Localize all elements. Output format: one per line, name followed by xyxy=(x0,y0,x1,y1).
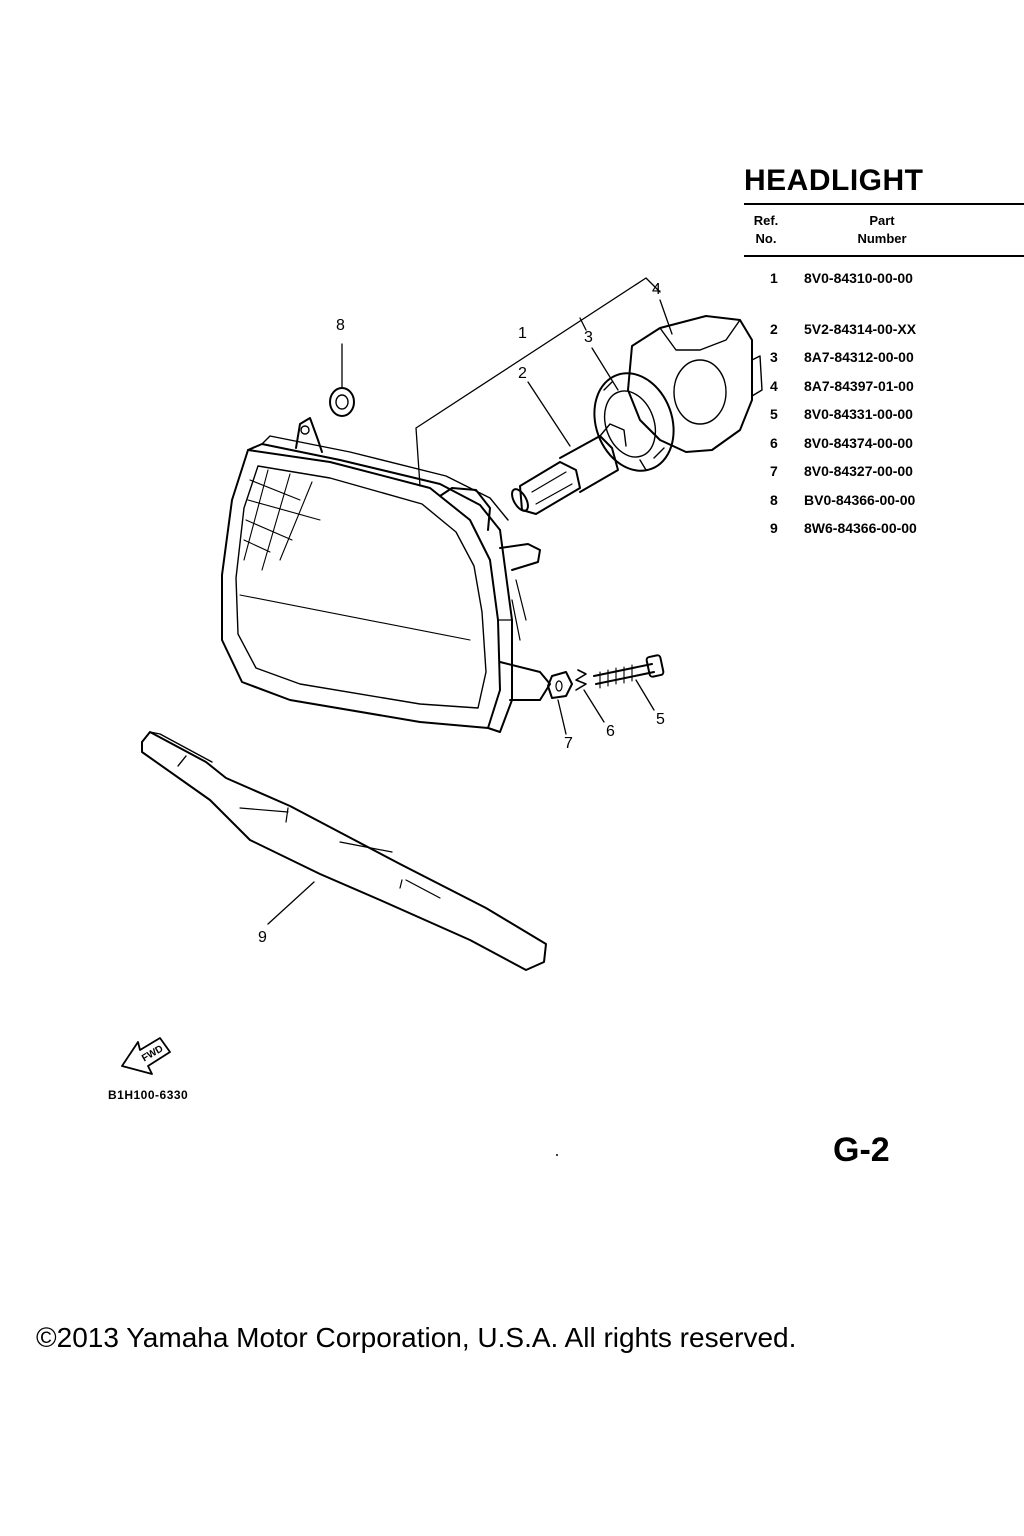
callout-9: 9 xyxy=(258,929,267,946)
page-title: HEADLIGHT xyxy=(744,164,924,197)
ref-number: 2 xyxy=(770,320,778,337)
speck xyxy=(556,1154,558,1156)
ref-header-line2: No. xyxy=(755,231,777,246)
headlight-bulb xyxy=(511,423,627,515)
table-row: 3 8A7-84312-00-00 xyxy=(766,347,1024,376)
ref-number: 4 xyxy=(770,377,778,394)
callout-6: 6 xyxy=(606,723,615,740)
part-header-line1: Part xyxy=(869,213,895,228)
part-header-line2: Number xyxy=(857,231,907,246)
forward-label: FWD xyxy=(140,1043,165,1064)
table-row: 4 8A7-84397-01-00 xyxy=(766,376,1024,405)
table-row: 6 8V0-84374-00-00 xyxy=(766,433,1024,462)
ref-header-line1: Ref. xyxy=(753,213,779,228)
callout-8: 8 xyxy=(336,317,345,334)
ref-number: 1 xyxy=(770,270,778,286)
part-number: 8V0-84327-00-00 xyxy=(804,463,913,479)
headlight-unit xyxy=(221,417,551,733)
callout-3: 3 xyxy=(584,329,593,346)
adjusting-screw xyxy=(593,654,665,689)
nut xyxy=(547,671,573,699)
ref-number: 6 xyxy=(770,434,778,451)
table-header-rule xyxy=(744,255,1024,257)
copyright-notice: ©2013 Yamaha Motor Corporation, U.S.A. A… xyxy=(36,1322,797,1353)
leader-lines xyxy=(267,277,673,925)
spring xyxy=(575,669,587,691)
part-number: BV0-84366-00-00 xyxy=(804,491,916,508)
part-number: 5V2-84314-00-XX xyxy=(804,320,917,337)
callout-4: 4 xyxy=(652,281,661,298)
table-row: 7 8V0-84327-00-00 xyxy=(766,461,1024,490)
part-number: 8V0-84331-00-00 xyxy=(804,406,913,422)
callout-7: 7 xyxy=(564,735,573,752)
parts-list: 1 8V0-84310-00-00 2 5V2-84314-00-XX 3 8A… xyxy=(766,268,1024,547)
bulb-holder xyxy=(593,372,675,472)
part-number: 8V0-84310-00-00 xyxy=(804,270,913,286)
table-row: 9 8W6-84366-00-00 xyxy=(766,518,1024,547)
page-code: G-2 xyxy=(833,1131,890,1169)
part-number: 8W6-84366-00-00 xyxy=(804,520,917,536)
bracket-plate xyxy=(141,731,547,971)
part-number: 8A7-84397-01-00 xyxy=(804,377,914,394)
ref-number: 7 xyxy=(770,463,778,479)
drawing-code: B1H100-6330 xyxy=(108,1088,189,1102)
callout-5: 5 xyxy=(656,711,665,728)
callout-2: 2 xyxy=(518,365,527,382)
table-row: 5 8V0-84331-00-00 xyxy=(766,404,1024,433)
table-top-rule xyxy=(744,203,1024,205)
forward-arrow-icon: FWD xyxy=(121,1037,171,1075)
table-row: 2 5V2-84314-00-XX xyxy=(766,319,1024,348)
part-number: 8V0-84374-00-00 xyxy=(804,434,913,451)
ref-header: Ref. No. xyxy=(748,212,784,248)
table-row: 1 8V0-84310-00-00 xyxy=(766,268,1024,297)
part-number: 8A7-84312-00-00 xyxy=(804,349,914,365)
socket-cover xyxy=(627,315,763,453)
callout-1: 1 xyxy=(518,325,527,342)
ref-number: 5 xyxy=(770,406,778,422)
table-row: 8 BV0-84366-00-00 xyxy=(766,490,1024,519)
ref-number: 9 xyxy=(770,520,778,536)
ref-number: 8 xyxy=(770,491,778,508)
part-header: Part Number xyxy=(840,212,924,248)
ref-number: 3 xyxy=(770,349,778,365)
rubber-cap xyxy=(329,387,355,417)
